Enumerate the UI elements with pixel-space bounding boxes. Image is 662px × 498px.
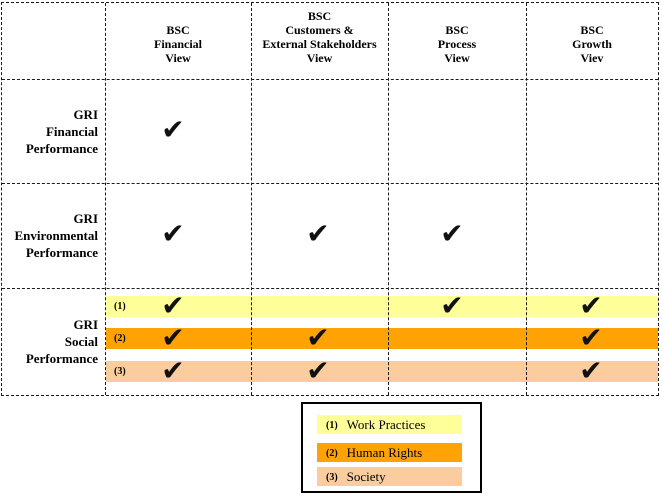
legend-item-society: (3) Society <box>317 467 462 486</box>
column-header-bsc-financial-view: BSC Financial View <box>153 23 202 65</box>
grid-hline-3 <box>2 288 658 289</box>
checkmark: ✔ <box>306 320 330 354</box>
legend-box: (1) Work Practices (2) Human Rights (3) Soc… <box>301 402 482 493</box>
checkmark: ✔ <box>161 320 185 354</box>
checkmark: ✔ <box>440 216 464 250</box>
checkmark: ✔ <box>161 112 185 146</box>
legend-number-3: (3) <box>326 472 338 483</box>
checkmark: ✔ <box>306 353 330 387</box>
social-band-human-rights: (2) <box>106 328 658 349</box>
column-header-bsc-process-view: BSC Process View <box>437 23 477 65</box>
legend-number-1: (1) <box>326 420 338 431</box>
checkmark: ✔ <box>161 353 185 387</box>
grid-vline-4 <box>526 3 527 395</box>
legend-label-human-rights: Human Rights <box>346 445 423 460</box>
legend-number-2: (2) <box>326 448 338 459</box>
row-label-gri-financial-performance: GRI Financial Performance <box>25 106 98 156</box>
checkmark: ✔ <box>306 216 330 250</box>
row-label-gri-social-performance: GRI Social Performance <box>25 317 98 366</box>
social-band-work-practices: (1) <box>106 296 658 317</box>
band-number-2: (2) <box>114 333 126 344</box>
legend-label-work-practices: Work Practices <box>346 417 426 432</box>
row-label-gri-environmental-performance: GRI Environmental Performance <box>14 211 98 260</box>
column-header-bsc-growth-view: BSC Growth Viev <box>572 23 612 65</box>
legend-item-work-practices: (1) Work Practices <box>317 415 462 434</box>
band-number-1: (1) <box>114 301 126 312</box>
grid-hline-2 <box>2 183 658 184</box>
gri-bsc-matrix: (1) (2) (3) BSC Financial View BSC Custo… <box>1 2 659 396</box>
legend-item-human-rights: (2) Human Rights <box>317 443 462 462</box>
grid-vline-2 <box>251 3 252 395</box>
checkmark: ✔ <box>161 216 185 250</box>
checkmark: ✔ <box>579 288 603 322</box>
grid-vline-1 <box>105 3 106 395</box>
grid-hline-1 <box>2 79 658 80</box>
checkmark: ✔ <box>161 288 185 322</box>
checkmark: ✔ <box>579 320 603 354</box>
grid-vline-3 <box>388 3 389 395</box>
column-header-bsc-customers-external-stakeholders-view: BSC Customers & External Stakeholders Vi… <box>262 9 377 65</box>
band-number-3: (3) <box>114 366 126 377</box>
checkmark: ✔ <box>579 353 603 387</box>
legend-label-society: Society <box>346 469 386 484</box>
social-band-society: (3) <box>106 361 658 382</box>
checkmark: ✔ <box>440 288 464 322</box>
